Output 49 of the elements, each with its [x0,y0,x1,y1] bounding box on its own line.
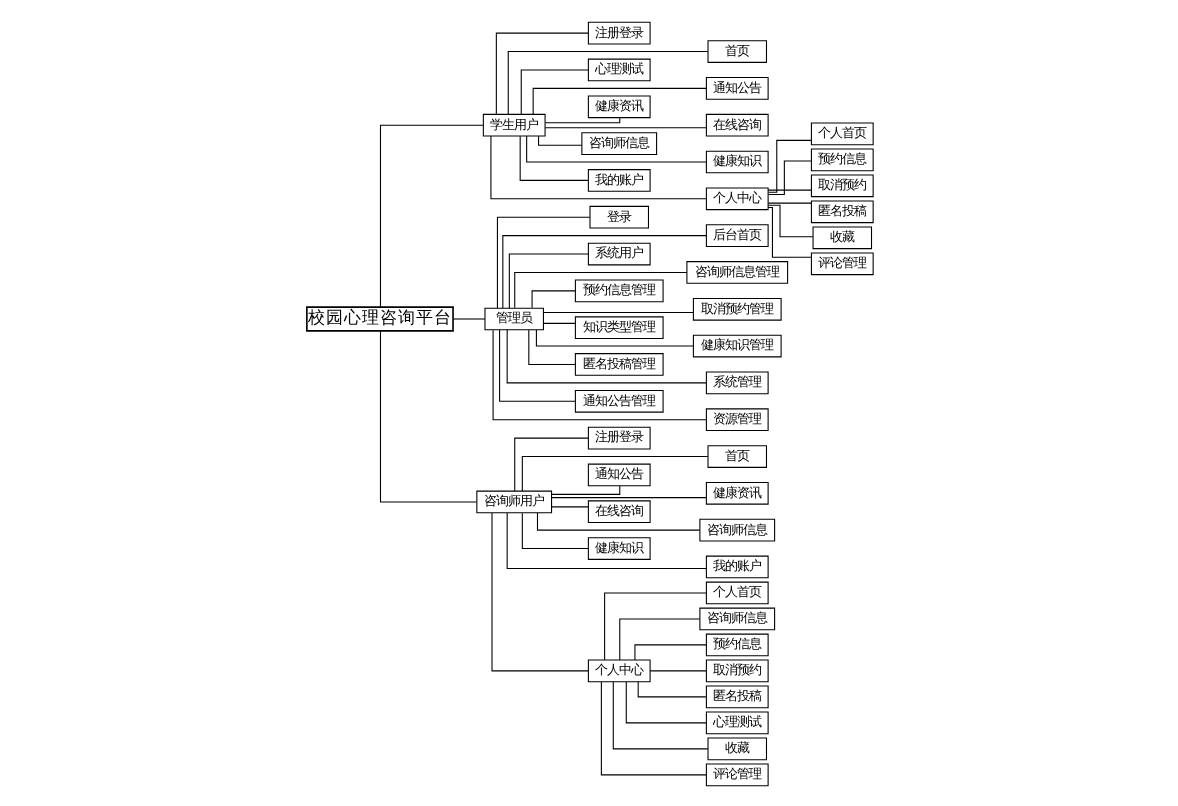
connector [530,289,575,308]
connector [535,511,700,530]
connector [766,138,811,192]
connector [537,134,582,145]
connector [501,234,706,308]
connector [599,680,706,775]
connector [636,680,706,697]
connector [451,317,485,319]
node-box: 校园心理咨询平台 [305,305,453,331]
connector [766,188,811,190]
connector [513,436,588,491]
connector [611,680,708,749]
connector [618,617,700,660]
connector [494,31,588,114]
connector [550,496,706,498]
connector [766,159,811,195]
connector [550,484,620,494]
connector [518,134,588,180]
connector [550,505,588,507]
connector [490,511,588,671]
connector [520,511,588,549]
connector [520,454,708,491]
connector [603,591,706,660]
connector [527,328,575,365]
connector [519,68,588,114]
connector [489,134,706,199]
connector [505,511,706,569]
connector [495,215,590,308]
connector [633,643,706,660]
connector [513,270,687,308]
connector [534,328,693,346]
connector [542,310,693,313]
connector [498,328,575,401]
connector [766,205,811,257]
connector [766,201,811,203]
connector [525,134,706,162]
connector [378,329,477,502]
connector [624,680,706,723]
connector [531,86,706,114]
connector [378,123,483,307]
connector [543,126,706,128]
connector [648,669,706,671]
connector [491,328,706,420]
connector [507,252,588,308]
connector [506,50,708,114]
connector [541,321,575,323]
connector [543,116,620,123]
connector [766,203,813,237]
connector [505,328,706,383]
